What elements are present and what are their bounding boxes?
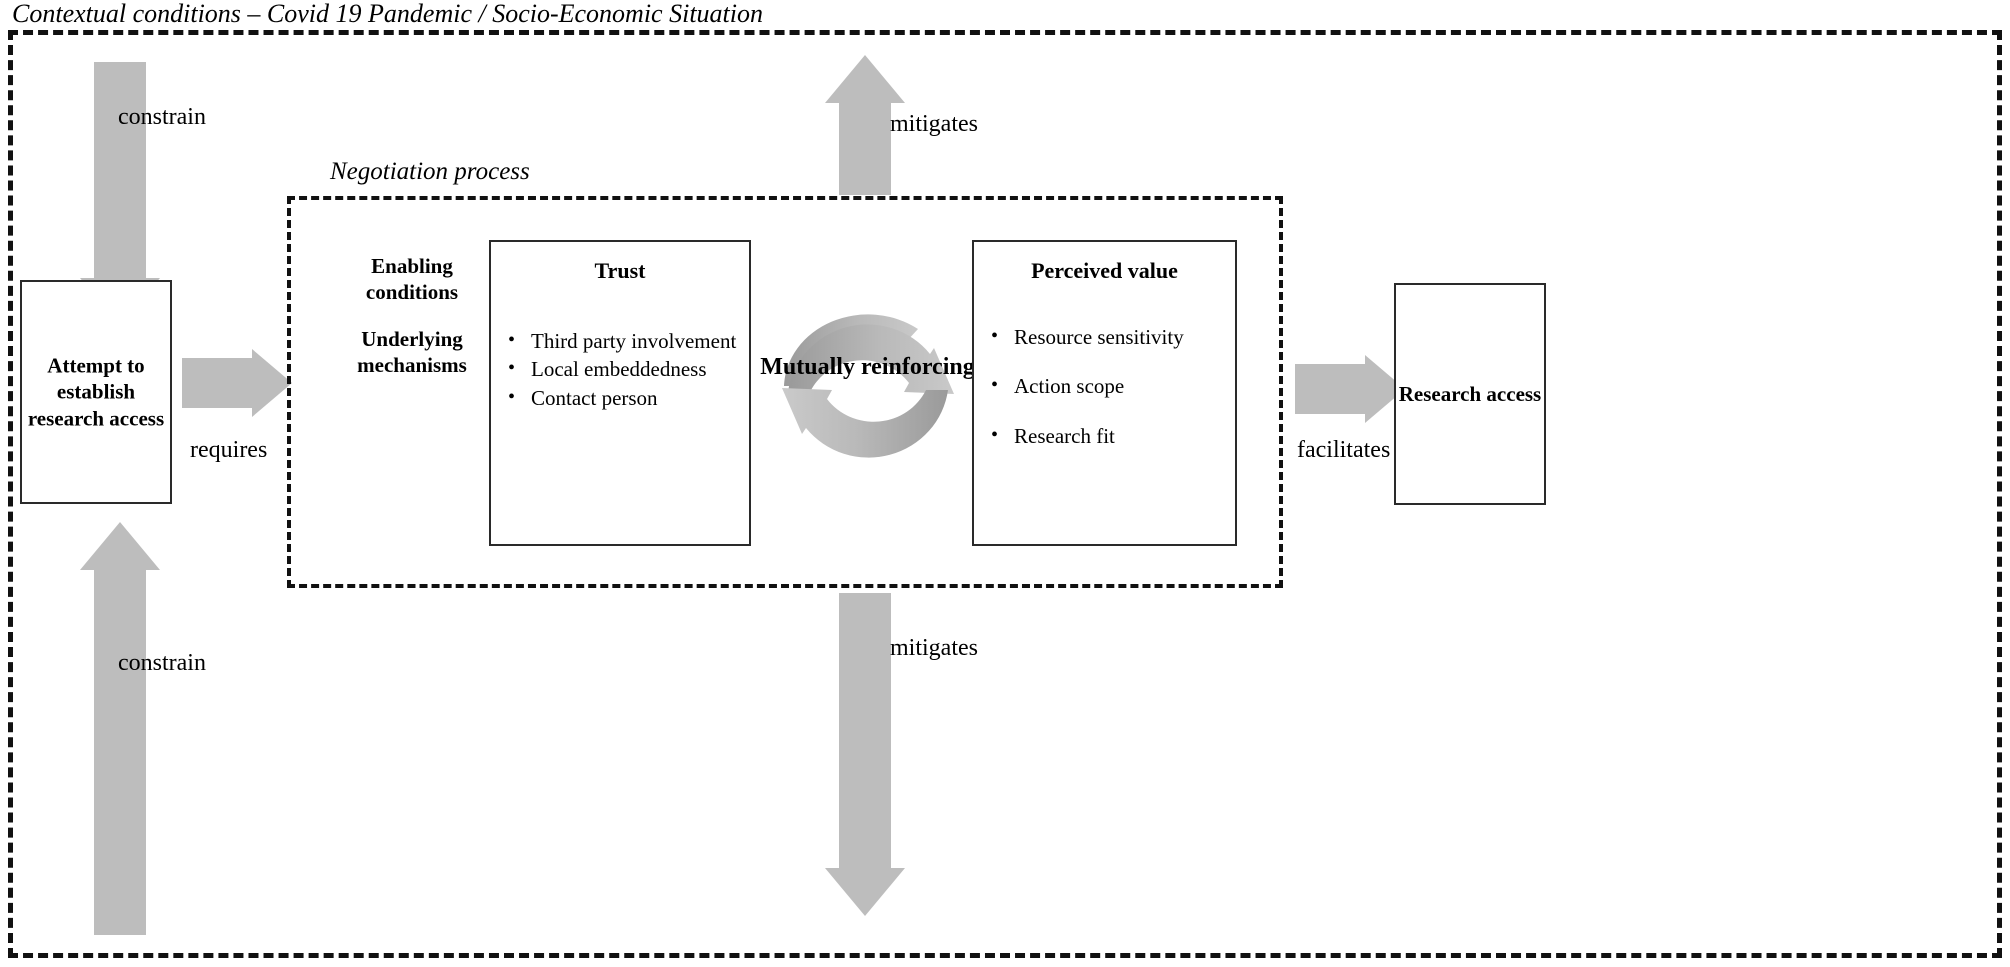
research-access-label: Research access bbox=[1398, 381, 1542, 406]
trust-card-list: Third party involvement Local embeddedne… bbox=[505, 327, 741, 413]
negotiation-process-caption: Negotiation process bbox=[330, 158, 530, 185]
trust-card[interactable]: Trust Third party involvement Local embe… bbox=[489, 240, 751, 546]
mutually-reinforcing-cycle-icon bbox=[778, 282, 958, 500]
contextual-conditions-frame bbox=[8, 30, 2002, 958]
perceived-value-card[interactable]: Perceived value Resource sensitivity Act… bbox=[972, 240, 1237, 546]
mitigates-top-label: mitigates bbox=[890, 111, 978, 137]
list-item: Resource sensitivity bbox=[991, 323, 1227, 351]
negotiation-process-frame bbox=[287, 196, 1283, 588]
trust-card-title: Trust bbox=[594, 258, 646, 283]
perceived-value-card-title: Perceived value bbox=[1031, 258, 1178, 283]
list-item: Contact person bbox=[508, 384, 741, 412]
perceived-value-card-list: Resource sensitivity Action scope Resear… bbox=[988, 323, 1227, 472]
mutually-reinforcing-label: Mutually reinforcing bbox=[760, 354, 975, 380]
attempt-box-label: Attempt to establish research access bbox=[27, 353, 165, 431]
constrain-top-label: constrain bbox=[118, 104, 206, 130]
mitigates-bottom-label: mitigates bbox=[890, 635, 978, 661]
research-access-box[interactable]: Research access bbox=[1394, 283, 1546, 505]
attempt-to-establish-research-access-box[interactable]: Attempt to establish research access bbox=[20, 280, 172, 504]
constrain-bottom-label: constrain bbox=[118, 650, 206, 676]
contextual-conditions-caption: Contextual conditions – Covid 19 Pandemi… bbox=[12, 0, 763, 28]
underlying-mechanisms-label: Underlying mechanisms bbox=[357, 327, 467, 378]
facilitates-label: facilitates bbox=[1297, 437, 1391, 463]
list-item: Action scope bbox=[991, 372, 1227, 400]
requires-label: requires bbox=[190, 437, 268, 463]
enabling-conditions-label: Enabling conditions bbox=[365, 254, 459, 305]
list-item: Local embeddedness bbox=[508, 355, 741, 383]
list-item: Research fit bbox=[991, 422, 1227, 450]
list-item: Third party involvement bbox=[508, 327, 741, 355]
